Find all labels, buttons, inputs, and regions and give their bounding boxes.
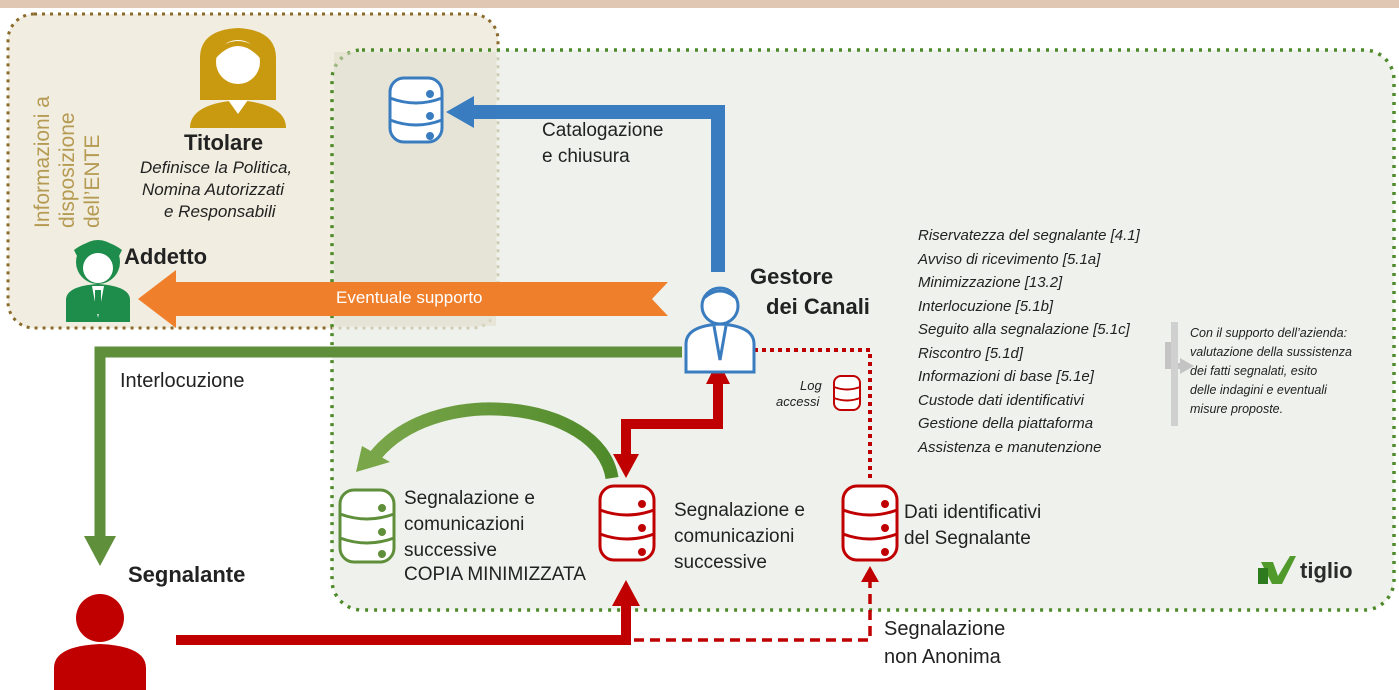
non-anonima-label-line2: non Anonima [884, 646, 1001, 668]
archive-database-icon [388, 76, 444, 144]
ente-label-line2: disposizione [56, 112, 79, 228]
arrow-non-anonima [634, 578, 872, 642]
support-note-line: delle indagini e eventuali [1190, 383, 1327, 397]
arrow-segnalazione [176, 602, 631, 645]
duty-item: Custode dati identificativi [918, 391, 1084, 409]
ente-label-line3: dell’ENTE [81, 134, 104, 228]
copia-database-icon [338, 488, 396, 564]
duty-item: Interlocuzione [5.1b] [918, 297, 1054, 315]
segnalante-person-icon [54, 594, 146, 690]
tiglio-logo-icon [1258, 556, 1296, 584]
titolare-person-icon [190, 28, 286, 128]
ident-database-icon [841, 484, 899, 562]
duties-list: Riservatezza del segnalante [4.1] Avviso… [918, 224, 1140, 459]
arrow-minimizzazione-head [356, 446, 390, 472]
copia-label-line4: COPIA MINIMIZZATA [404, 564, 586, 585]
ente-label-line1: Informazioni a [31, 96, 54, 228]
copia-label-line3: successive [404, 540, 497, 561]
arrow-gestore-db [621, 378, 723, 458]
ident-db-label-line2: del Segnalante [904, 528, 1031, 549]
arrow-supporto [138, 270, 668, 328]
support-note: Con il supporto dell’azienda: valutazion… [1190, 324, 1352, 419]
log-label-line2: accessi [776, 394, 820, 409]
gestore-name-line1: Gestore [750, 264, 834, 289]
duty-item: Avviso di ricevimento [5.1a] [918, 250, 1101, 268]
interlocuzione-label: Interlocuzione [120, 370, 245, 392]
duty-item: Informazioni di base [5.1e] [918, 368, 1094, 385]
titolare-desc-line3: e Responsabili [164, 202, 276, 221]
addetto-name: Addetto [124, 244, 208, 269]
addetto-person-icon [66, 240, 130, 322]
catalogazione-label-line1: Catalogazione [542, 120, 664, 141]
support-bracket-arrow-head [1180, 358, 1194, 374]
titolare-desc-line2: Nomina Autorizzati [142, 180, 285, 199]
main-database-icon [598, 484, 656, 562]
top-strip [0, 0, 1399, 8]
titolare-desc-line1: Definisce la Politica, [140, 158, 293, 177]
brand-name: tiglio [1300, 558, 1353, 583]
arrow-ident-gestore [750, 348, 872, 478]
support-bracket-bar [1171, 322, 1178, 426]
support-note-line: valutazione della sussistenza [1190, 345, 1352, 359]
main-db-label-line2: comunicazioni [674, 526, 795, 547]
arrow-non-anonima-head [861, 566, 879, 582]
arrow-interlocuzione-head [84, 536, 116, 566]
main-db-label-line1: Segnalazione e [674, 500, 805, 521]
catalogazione-label-line2: e chiusura [542, 146, 630, 167]
duty-item: Gestione della piattaforma [918, 415, 1094, 432]
gestore-person-icon [684, 286, 756, 374]
arrow-catalogazione [470, 105, 725, 272]
log-label-line1: Log [800, 378, 822, 393]
main-db-label-line3: successive [674, 552, 767, 573]
duty-item: Seguito alla segnalazione [5.1c] [918, 321, 1130, 338]
arrow-minimizzazione [366, 402, 619, 480]
duty-item: Minimizzazione [13.2] [918, 274, 1063, 291]
support-note-line: dei fatti segnalati, esito [1190, 364, 1318, 378]
duty-item: Assistenza e manutenzione [918, 438, 1102, 456]
arrow-segnalazione-head [612, 580, 640, 606]
arrow-catalogazione-head [446, 96, 474, 128]
non-anonima-label-line1: Segnalazione [884, 618, 1006, 640]
ident-db-label-line1: Dati identificativi [904, 502, 1042, 523]
gestore-region [330, 48, 1396, 612]
arrow-interlocuzione [94, 346, 682, 540]
arrow-gestore-db-head-down [613, 454, 639, 478]
support-note-line: Con il supporto dell’azienda: [1190, 326, 1348, 340]
duty-item: Riservatezza del segnalante [4.1] [918, 227, 1140, 244]
copia-label-line2: comunicazioni [404, 514, 525, 535]
gestore-name-line2: dei Canali [766, 294, 870, 319]
supporto-label: Eventuale supporto [336, 288, 483, 307]
segnalante-name: Segnalante [128, 562, 246, 587]
log-database-icon [833, 375, 861, 411]
ente-label: Informazioni a disposizione dell’ENTE [30, 28, 105, 228]
copia-label-line1: Segnalazione e [404, 488, 535, 509]
support-note-line: misure proposte. [1190, 402, 1284, 416]
duty-item: Riscontro [5.1d] [918, 344, 1024, 362]
titolare-name: Titolare [184, 130, 264, 155]
